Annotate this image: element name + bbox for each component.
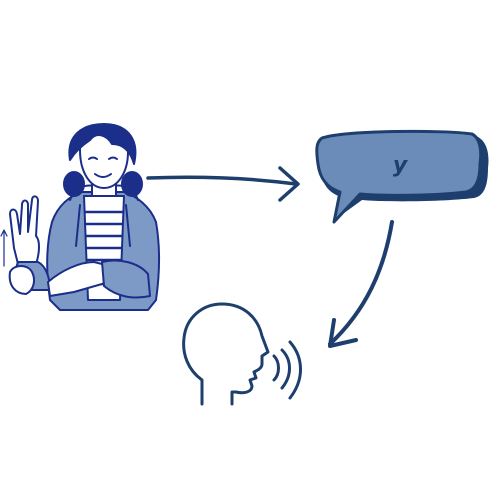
curved-arrow-icon [328,220,394,348]
sound-wave-1 [272,354,280,382]
sound-wave-2 [280,348,291,390]
sound-wave-3 [288,340,302,400]
bubble-text: y [393,153,409,178]
head-profile [182,302,270,406]
mouth [94,173,112,178]
arrow-right-icon [146,166,300,202]
motion-arrowhead [0,229,8,237]
bubble-body [315,129,483,224]
eye-right [108,156,118,160]
hair-right [121,171,143,197]
raised-hand [9,195,40,265]
speaking-head-icon [182,302,302,406]
hair-top [68,123,137,165]
fist-hand [8,265,35,295]
person-signing-icon [0,123,160,311]
speech-bubble-icon: y [315,129,489,224]
hoodie-string-left [75,204,81,247]
eye-left [88,156,98,160]
crossing-sleeve [101,259,151,299]
hair-left [63,171,85,197]
hoodie-string-right [125,204,131,247]
